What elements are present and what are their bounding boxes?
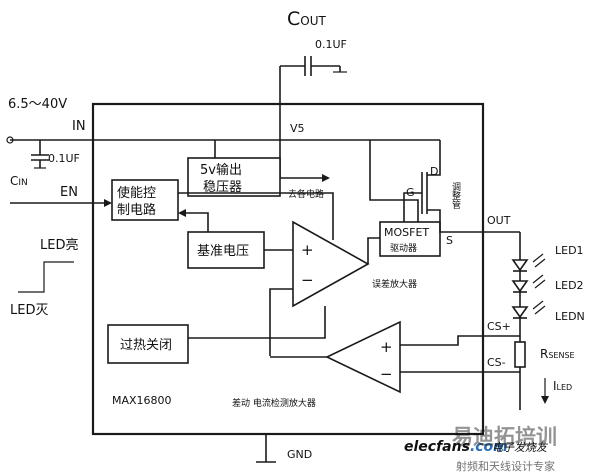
regulator-box: [187, 157, 281, 197]
cout-value: 0.1UF: [315, 38, 347, 51]
diff-amp-label: 差动 电流检测放大器: [232, 397, 316, 409]
thermal-shutdown-box: [107, 324, 189, 364]
led1-label: LED1: [555, 244, 584, 257]
vref-label: 基准电压: [197, 244, 249, 259]
led2-label: LED2: [555, 279, 584, 292]
cs-minus-label: CS-: [487, 356, 506, 369]
cin-label: CIN: [10, 174, 28, 188]
error-amp-label: 误差放大器: [372, 278, 417, 290]
diff-amp-plus: +: [380, 338, 393, 356]
cout-capacitor: [279, 56, 347, 178]
diff-amp-minus: −: [380, 365, 393, 383]
input-rail: [6, 136, 440, 169]
thermal-label: 过热关闭: [120, 338, 172, 353]
svg-text:电子发烧友: 电子发烧友: [492, 441, 549, 454]
svg-text:射频和天线设计专家: 射频和天线设计专家: [456, 459, 555, 473]
vref-box: [187, 231, 265, 269]
gnd-label: GND: [287, 448, 312, 461]
rsense-resistor: [514, 341, 526, 368]
cout-label: COUT: [287, 8, 327, 30]
vin-range: 6.5～40V: [8, 97, 67, 112]
drain-label: D: [430, 165, 438, 178]
iled-label: ILED: [553, 379, 572, 393]
enable-control-box: [111, 179, 179, 221]
to-circuits-arrow: [322, 174, 330, 182]
led-string: [511, 253, 546, 319]
pass-transistor: [403, 140, 520, 233]
chip-name: MAX16800: [112, 394, 172, 407]
en-pin-label: EN: [60, 185, 78, 200]
mosfet-line2: 驱动器: [390, 243, 417, 254]
svg-text:elecfans.com: elecfans.com: [404, 439, 508, 455]
enable-line1: 使能控: [117, 185, 156, 201]
chip-outline: [91, 102, 485, 436]
led-on-label: LED亮: [40, 237, 78, 253]
regulator-line1: 5v输出: [200, 162, 242, 178]
error-amp-plus: +: [301, 241, 314, 259]
rsense-label: RSENSE: [540, 347, 575, 361]
in-pin-label: IN: [72, 119, 86, 134]
error-amplifier: [292, 220, 370, 308]
tune-tube-label: 调整管: [450, 182, 461, 209]
ledn-label: LEDN: [555, 310, 585, 323]
led-off-label: LED灭: [10, 303, 48, 318]
gate-label: G: [406, 186, 415, 199]
v5-label: V5: [290, 122, 305, 135]
watermark-logo: elecfans.com 电子发烧友 易迪拓培训 射频和天线设计专家: [404, 425, 557, 473]
svg-text:易迪拓培训: 易迪拓培训: [452, 425, 557, 449]
error-amp-minus: −: [301, 271, 314, 289]
mosfet-line1: MOSFET: [384, 226, 429, 239]
to-circuits-label: 去各电路: [288, 188, 324, 200]
source-label: S: [446, 234, 453, 247]
enable-line2: 制电路: [117, 202, 156, 218]
cs-plus-label: CS+: [487, 320, 511, 333]
mosfet-driver-box: [379, 221, 441, 257]
regulator-line2: 稳压器: [203, 179, 242, 195]
en-waveform: [18, 261, 74, 293]
diff-amplifier: [325, 320, 401, 394]
cin-value: 0.1UF: [48, 152, 80, 165]
out-pin-label: OUT: [487, 214, 511, 227]
